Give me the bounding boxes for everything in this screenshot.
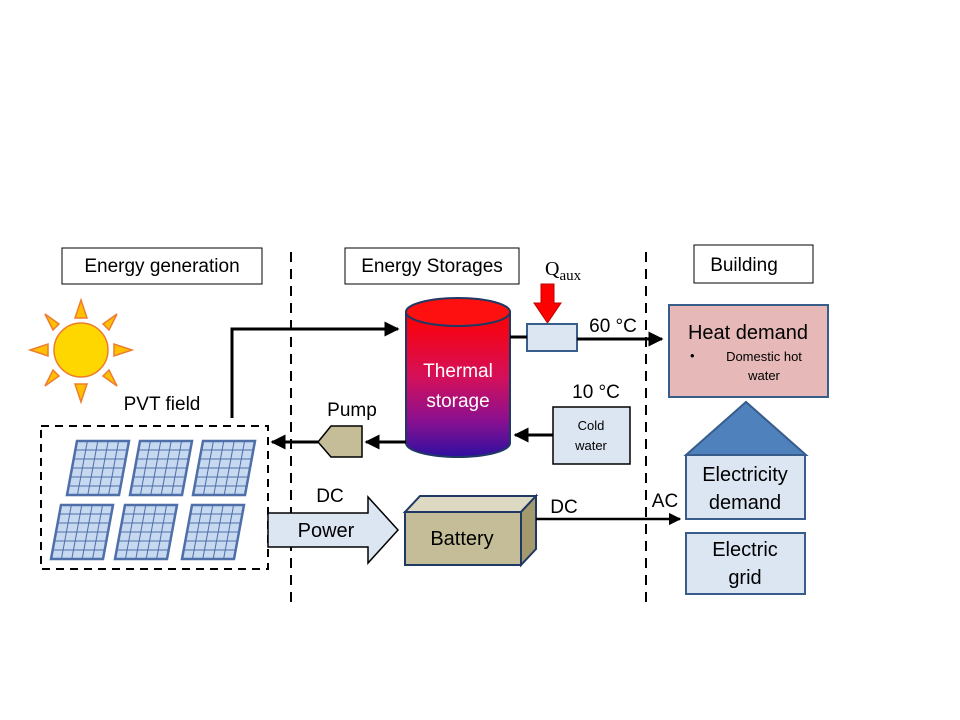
section-header-storages-label: Energy Storages	[361, 256, 503, 277]
cold-water-label-line1: Cold	[578, 418, 605, 433]
q-aux-main: Q	[545, 258, 560, 280]
section-header-generation: Energy generation	[61, 247, 263, 285]
pv-panel	[191, 439, 257, 497]
battery-box: Battery	[402, 493, 539, 568]
heat-demand-label: Heat demand	[688, 322, 808, 344]
pv-panel	[49, 503, 115, 561]
pump-label: Pump	[327, 400, 377, 421]
pv-panel	[180, 503, 246, 561]
pump-icon	[317, 425, 363, 458]
pv-panel	[65, 439, 131, 497]
heat-demand-box: Heat demand • Domestic hot water	[668, 304, 829, 398]
dhw-label-line2: water	[747, 368, 780, 383]
pv-panel	[113, 503, 179, 561]
cold-temp-label: 10 °C	[572, 382, 620, 403]
pv-panel	[128, 439, 194, 497]
battery-label: Battery	[430, 528, 493, 550]
power-label: Power	[298, 520, 355, 542]
house-roof-icon	[683, 400, 809, 456]
thermal-storage-label-line1: Thermal	[423, 361, 493, 382]
hot-flow-arrow	[230, 321, 400, 418]
electricity-demand-label-line2: demand	[709, 492, 781, 514]
q-aux-label: Qaux	[545, 258, 582, 284]
section-header-storages: Energy Storages	[344, 247, 520, 285]
heat-demand-bullet: •	[690, 348, 695, 363]
thermal-storage-label-line2: storage	[426, 391, 489, 412]
cold-water-box: Cold water	[552, 406, 631, 465]
electric-grid-label-line2: grid	[728, 567, 761, 589]
section-header-building-label: Building	[710, 255, 778, 276]
section-header-building: Building	[693, 244, 814, 284]
aux-heater-box	[526, 323, 578, 352]
q-aux-sub: aux	[559, 268, 581, 284]
electricity-demand-label-line1: Electricity	[702, 464, 788, 486]
electricity-demand-box: Electricity demand	[685, 454, 806, 520]
dc-power-label: DC	[316, 486, 343, 507]
ac-label: AC	[652, 491, 678, 512]
hot-temp-label: 60 °C	[589, 316, 637, 337]
sun-icon	[27, 297, 135, 405]
electric-grid-box: Electric grid	[685, 532, 806, 595]
section-header-generation-label: Energy generation	[84, 256, 239, 277]
pvt-field	[40, 425, 269, 570]
dhw-label-line1: Domestic hot	[726, 349, 802, 364]
electric-grid-label-line1: Electric	[712, 539, 778, 561]
dc-battery-label: DC	[550, 497, 577, 518]
power-block-arrow	[267, 495, 400, 565]
aux-heat-arrow	[533, 283, 562, 324]
thermal-storage-tank: Thermal storage	[405, 297, 511, 458]
pvt-field-label: PVT field	[124, 394, 201, 415]
cold-water-label-line2: water	[574, 438, 607, 453]
